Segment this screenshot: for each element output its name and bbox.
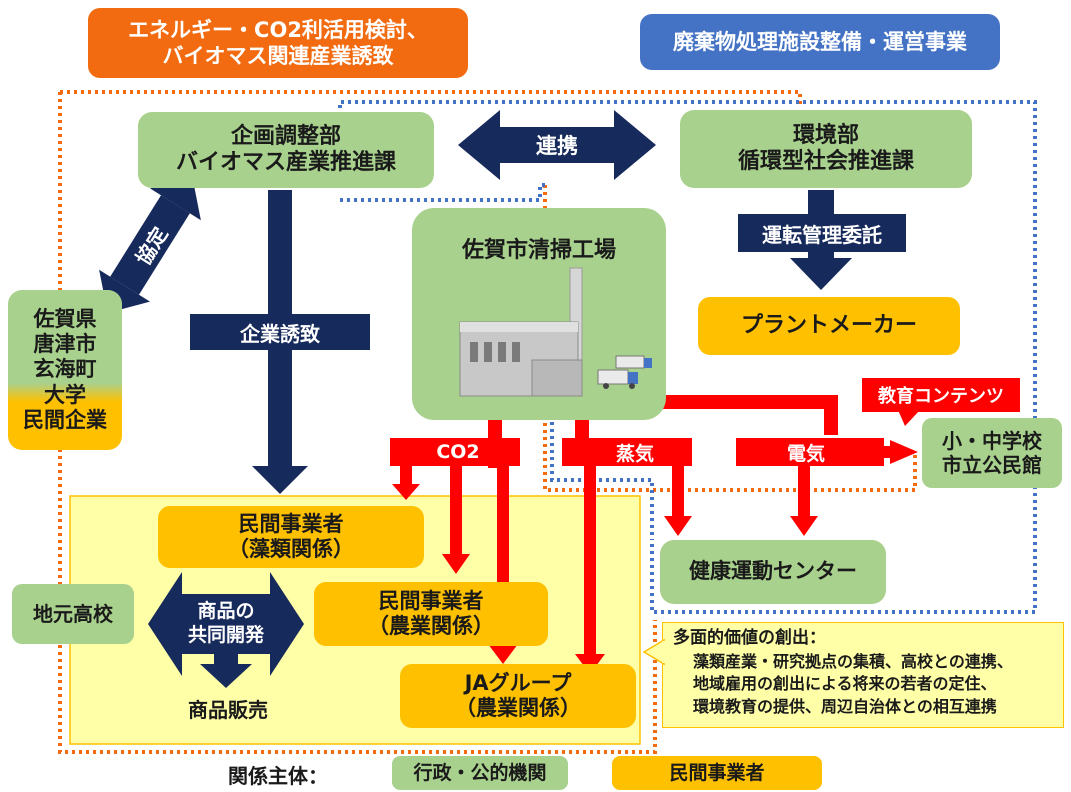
joint-development-label: 商品の 共同開発 xyxy=(180,594,272,654)
health-center-text: 健康運動センター xyxy=(689,559,857,584)
partner-genkai: 玄海町 xyxy=(33,357,97,382)
value-creation-line1: 藻類産業・研究拠点の集積、高校との連携、 xyxy=(693,651,1013,671)
value-creation-box: 多面的価値の創出： 藻類産業・研究拠点の集積、高校との連携、 地域雇用の創出によ… xyxy=(662,622,1064,728)
high-school-text: 地元高校 xyxy=(33,602,113,626)
plant-building-icon xyxy=(459,267,652,397)
education-content-label: 教育コンテンツ xyxy=(878,386,1004,407)
renkei-label: 連携 xyxy=(536,134,578,158)
partner-university: 大学 xyxy=(44,382,86,407)
environment-dept-box: 環境部 循環型社会推進課 xyxy=(680,110,972,188)
plant-title: 佐賀市清掃工場 xyxy=(461,238,616,263)
legend-public-text: 行政・公的機関 xyxy=(413,761,547,784)
waste-facility-callout-text: 廃棄物処理施設整備・運営事業 xyxy=(673,29,967,54)
electricity-label: 電気 xyxy=(786,442,825,465)
algae-business-line2: （藻類関係） xyxy=(228,537,354,561)
energy-co2-callout-line1: エネルギー・CO2利活用検討、 xyxy=(128,17,428,42)
energy-co2-callout: エネルギー・CO2利活用検討、 バイオマス関連産業誘致 xyxy=(88,8,468,78)
planning-dept-line2: バイオマス産業推進課 xyxy=(175,150,396,175)
agri-business-line2: （農業関係） xyxy=(368,614,494,638)
kigyo-yuchi-label: 企業誘致 xyxy=(190,314,370,350)
partners-box: 佐賀県 唐津市 玄海町 大学 民間企業 xyxy=(8,290,122,450)
unten-kanri-label: 運転管理委託 xyxy=(738,214,906,252)
steam-label: 蒸気 xyxy=(615,442,654,465)
algae-business-box: 民間事業者 （藻類関係） xyxy=(158,506,424,568)
ja-group-line1: JAグループ xyxy=(464,670,572,695)
schools-line2: 市立公民館 xyxy=(942,453,1042,477)
schools-box: 小・中学校 市立公民館 xyxy=(922,418,1062,488)
agri-business-line1: 民間事業者 xyxy=(378,588,484,613)
environment-dept-line2: 循環型社会推進課 xyxy=(737,149,914,174)
planning-dept-box: 企画調整部 バイオマス産業推進課 xyxy=(138,112,434,188)
planning-dept-line1: 企画調整部 xyxy=(230,123,341,149)
saga-cleaning-plant-box: 佐賀市清掃工場 xyxy=(412,208,666,420)
plant-maker-text: プラントメーカー xyxy=(740,312,917,338)
plant-maker-box: プラントメーカー xyxy=(698,297,960,355)
partner-karatsu: 唐津市 xyxy=(33,332,97,357)
waste-facility-callout: 廃棄物処理施設整備・運営事業 xyxy=(640,14,1000,70)
agri-business-box: 民間事業者 （農業関係） xyxy=(314,582,548,646)
blue-dotted-boundary xyxy=(338,100,1037,614)
ja-group-line2: （農業関係） xyxy=(455,696,581,720)
energy-co2-callout-line2: バイオマス関連産業誘致 xyxy=(162,44,394,68)
legend-private-swatch: 民間事業者 xyxy=(612,756,822,790)
partner-private-companies: 民間企業 xyxy=(23,407,107,432)
high-school-box: 地元高校 xyxy=(12,584,134,644)
value-creation-line2: 地域雇用の創出による将来の若者の定住、 xyxy=(693,674,997,694)
legend-private-text: 民間事業者 xyxy=(669,761,765,784)
value-creation-title: 多面的価値の創出： xyxy=(673,628,826,648)
legend-public-swatch: 行政・公的機関 xyxy=(392,756,568,790)
product-sales-label: 商品販売 xyxy=(188,698,268,722)
legend-label: 関係主体： xyxy=(228,764,328,788)
orange-dotted-boundary xyxy=(88,90,802,108)
ja-group-box: JAグループ （農業関係） xyxy=(400,664,636,728)
joint-development-line1: 商品の xyxy=(197,600,255,623)
co2-label: CO2 xyxy=(436,441,480,463)
algae-business-line1: 民間事業者 xyxy=(238,511,344,536)
truck-icon xyxy=(597,355,652,389)
value-creation-line3: 環境教育の提供、周辺自治体との相互連携 xyxy=(693,696,997,716)
health-center-box: 健康運動センター xyxy=(660,540,886,604)
partner-saga-pref: 佐賀県 xyxy=(33,307,97,332)
schools-line1: 小・中学校 xyxy=(942,429,1042,453)
joint-development-line2: 共同開発 xyxy=(187,624,264,646)
environment-dept-line1: 環境部 xyxy=(792,122,859,148)
